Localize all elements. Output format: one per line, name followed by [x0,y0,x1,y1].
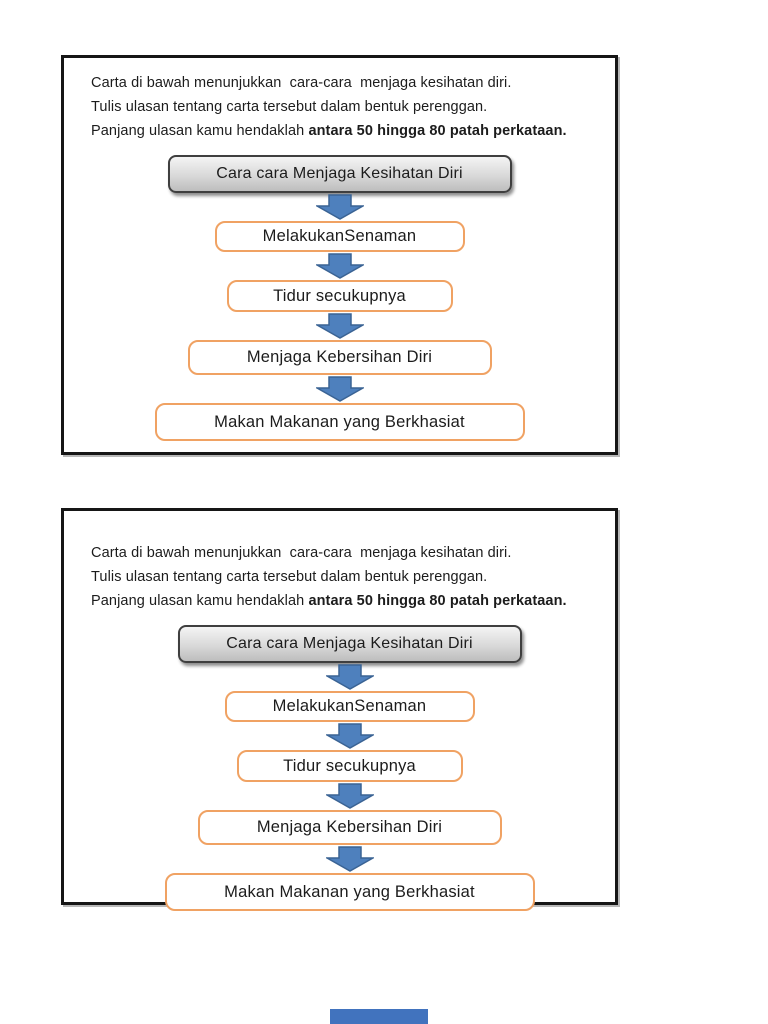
down-arrow-icon [315,253,364,279]
flowchart-step-3: Menjaga Kebersihan Diri [187,340,492,375]
step-4-label: Makan Makanan yang Berkhasiat [214,412,465,431]
step-2-label: Tidur secukupnya [283,756,416,775]
step-2-label: Tidur secukupnya [273,286,406,305]
flowchart-step-2: Tidur secukupnya [236,750,463,782]
cropped-blue-shape [330,1009,428,1024]
flowchart-step-2: Tidur secukupnya [226,280,453,312]
down-arrow-icon [315,376,364,402]
step-4-label: Makan Makanan yang Berkhasiat [224,882,475,901]
down-arrow-icon [325,846,374,872]
down-arrow-icon [325,783,374,809]
step-3-label: Menjaga Kebersihan Diri [256,818,443,836]
instruction-line-3-normal: Panjang ulasan kamu hendaklah [91,123,309,139]
worksheet-page-1: Carta di bawah menunjukkan cara-cara men… [61,55,618,455]
step-1-label: MelakukanSenaman [262,227,417,245]
flowchart-step-3: Menjaga Kebersihan Diri [197,810,502,845]
down-arrow-icon [315,313,364,339]
flowchart-step-1: MelakukanSenaman [214,221,465,252]
health-flowchart: Cara cara Menjaga Kesihatan Diri Melakuk… [74,625,625,911]
instruction-line-1: Carta di bawah menunjukkan cara-cara men… [91,75,512,91]
step-1-label: MelakukanSenaman [272,697,427,715]
instruction-line-2: Tulis ulasan tentang carta tersebut dala… [91,99,488,115]
flowchart-title: Cara cara Menjaga Kesihatan Diri [216,165,463,182]
instruction-line-3-bold: antara 50 hingga 80 patah perkataan. [308,123,567,139]
instruction-line-3: Panjang ulasan kamu hendaklah antara 50 … [91,589,601,613]
instruction-line-3-bold: antara 50 hingga 80 patah perkataan. [308,593,567,609]
down-arrow-icon [325,723,374,749]
instruction-line-2: Tulis ulasan tentang carta tersebut dala… [91,569,488,585]
flowchart-title: Cara cara Menjaga Kesihatan Diri [226,635,473,652]
instructions-block: Carta di bawah menunjukkan cara-cara men… [91,541,601,613]
flowchart-step-1: MelakukanSenaman [224,691,475,722]
down-arrow-icon [315,194,364,220]
worksheet-page-2: Carta di bawah menunjukkan cara-cara men… [61,508,618,911]
instruction-line-1: Carta di bawah menunjukkan cara-cara men… [91,545,512,561]
flowchart-step-4: Makan Makanan yang Berkhasiat [154,403,525,441]
step-3-label: Menjaga Kebersihan Diri [246,348,433,366]
instruction-line-3-normal: Panjang ulasan kamu hendaklah [91,593,309,609]
flowchart-step-4: Makan Makanan yang Berkhasiat [164,873,535,911]
health-flowchart: Cara cara Menjaga Kesihatan Diri Melakuk… [64,155,615,441]
instruction-line-3: Panjang ulasan kamu hendaklah antara 50 … [91,119,601,143]
instructions-block: Carta di bawah menunjukkan cara-cara men… [91,71,601,143]
flowchart-title-box: Cara cara Menjaga Kesihatan Diri [167,155,512,193]
flowchart-title-box: Cara cara Menjaga Kesihatan Diri [177,625,522,663]
down-arrow-icon [325,664,374,690]
